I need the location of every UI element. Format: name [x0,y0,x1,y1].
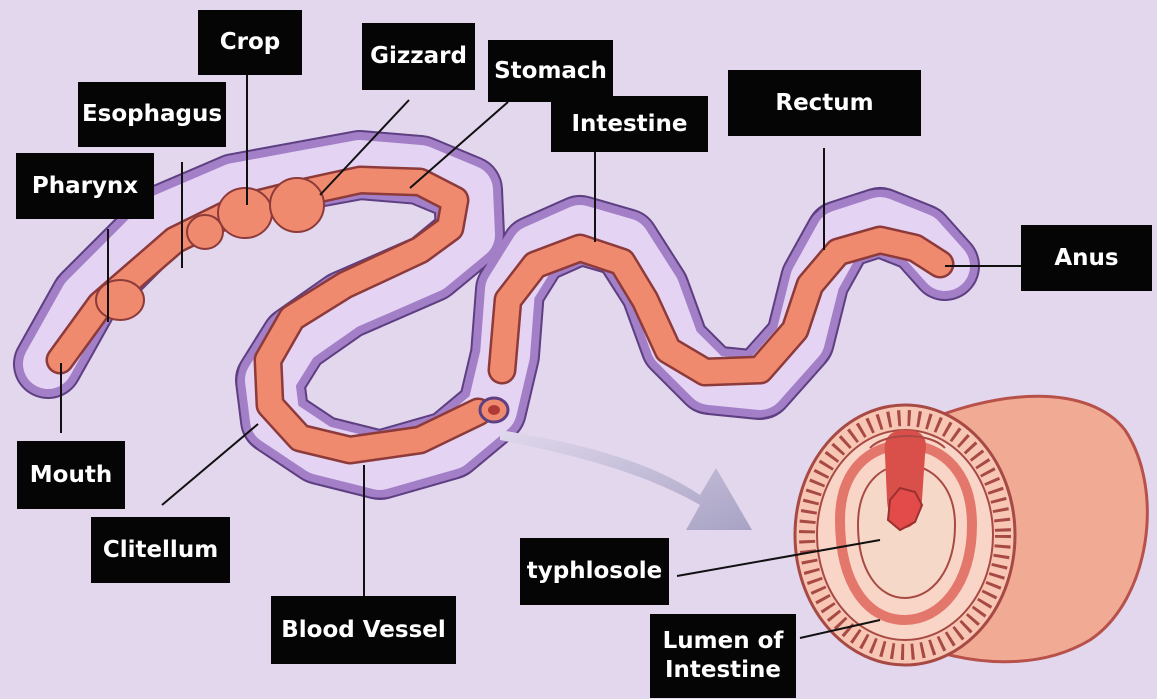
label-mouth: Mouth [17,441,125,509]
label-stomach: Stomach [488,40,613,102]
label-crop: Crop [198,10,302,75]
leader-lines [60,75,1021,639]
label-esophagus: Esophagus [78,82,226,147]
label-clitellum: Clitellum [91,517,230,583]
label-intestine: Intestine [551,96,708,152]
label-gizzard: Gizzard [362,23,475,90]
digestive-tract [45,165,955,465]
label-anus: Anus [1021,225,1152,291]
zoom-arrow [500,430,752,530]
label-blood-vessel: Blood Vessel [271,596,456,664]
label-rectum: Rectum [728,70,921,136]
label-typhlosole: typhlosole [520,538,669,605]
label-lumen-of-intestine: Lumen of Intestine [650,614,796,698]
intestine-cross-section [793,394,1149,667]
label-pharynx: Pharynx [16,153,154,219]
cut-end [478,396,510,424]
